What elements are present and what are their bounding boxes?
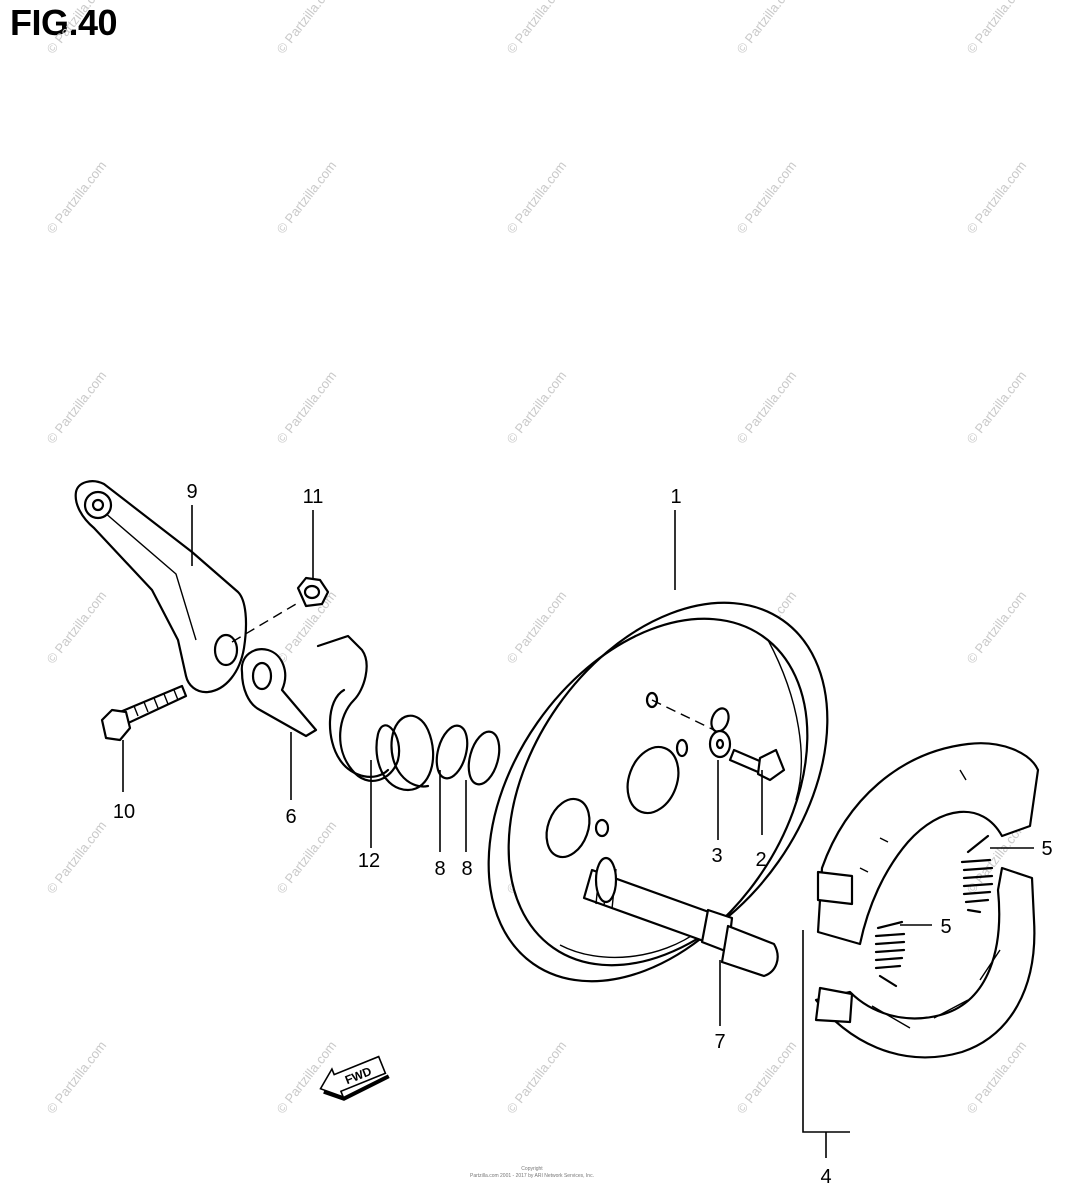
callout-3: 3 — [711, 845, 722, 867]
fwd-direction-badge: FWD — [319, 1055, 390, 1101]
watermark-text: © Partzilla.com — [734, 0, 800, 56]
callout-11: 11 — [303, 486, 324, 508]
callout-10: 10 — [113, 801, 135, 823]
watermark-text: © Partzilla.com — [44, 158, 110, 236]
watermark-text: © Partzilla.com — [274, 158, 340, 236]
part-8-o-rings — [435, 724, 501, 786]
watermark-text: © Partzilla.com — [44, 0, 110, 56]
watermark-text: © Partzilla.com — [504, 158, 570, 236]
callout-2: 2 — [755, 849, 766, 871]
callout-8b: 8 — [461, 858, 472, 880]
watermark-text: © Partzilla.com — [274, 0, 340, 56]
watermark-text: © Partzilla.com — [504, 368, 570, 446]
part-11-nut — [296, 576, 330, 608]
callout-6: 6 — [285, 806, 296, 828]
part-2-bolt — [728, 748, 786, 782]
watermark-text: © Partzilla.com — [504, 588, 570, 666]
watermark-text: © Partzilla.com — [44, 588, 110, 666]
part-5-springs — [874, 834, 994, 988]
callout-7: 7 — [714, 1031, 725, 1053]
part-12-spring — [316, 634, 435, 792]
watermark-text: © Partzilla.com — [964, 158, 1030, 236]
callout-4: 4 — [820, 1166, 831, 1188]
watermark-text: © Partzilla.com — [274, 818, 340, 896]
callout-labels: 9 11 1 10 6 12 8 8 3 2 5 5 7 4 — [113, 481, 1053, 1188]
watermark-text: © Partzilla.com — [964, 368, 1030, 446]
watermark-text: © Partzilla.com — [44, 818, 110, 896]
callout-5a: 5 — [1041, 838, 1052, 860]
watermark-text: © Partzilla.com — [734, 158, 800, 236]
watermark-text: © Partzilla.com — [44, 1038, 110, 1116]
watermark-text: © Partzilla.com — [964, 1038, 1030, 1116]
watermark-text: © Partzilla.com — [504, 1038, 570, 1116]
watermark-text: © Partzilla.com — [274, 368, 340, 446]
watermark-text: © Partzilla.com — [44, 368, 110, 446]
callout-8a: 8 — [434, 858, 445, 880]
figure-title: FIG.40 — [10, 2, 118, 43]
svg-text:Partzilla.com 2001 - 2017 by A: Partzilla.com 2001 - 2017 by ARI Network… — [470, 1173, 594, 1179]
part-1-brake-panel — [231, 601, 829, 983]
part-4-brake-shoes — [814, 742, 1040, 1059]
watermark-text: © Partzilla.com — [964, 0, 1030, 56]
watermark-text: © Partzilla.com — [734, 368, 800, 446]
watermark-text: © Partzilla.com — [964, 588, 1030, 666]
part-9-brake-arm — [74, 480, 248, 694]
part-6-washer — [240, 648, 318, 738]
callout-1: 1 — [670, 486, 681, 508]
callout-9: 9 — [186, 481, 197, 503]
svg-text:Copyright: Copyright — [521, 1166, 543, 1172]
watermark-text: © Partzilla.com — [504, 0, 570, 56]
copyright-notice: Copyright Partzilla.com 2001 - 2017 by A… — [470, 1166, 594, 1179]
callout-12: 12 — [358, 850, 380, 872]
leader-lines — [122, 505, 1034, 1158]
watermark-text: © Partzilla.com — [734, 1038, 800, 1116]
callout-5b: 5 — [940, 916, 951, 938]
part-7-cam-shaft — [582, 856, 779, 978]
part-10-bolt — [100, 684, 188, 742]
part-3-washer — [708, 729, 732, 759]
